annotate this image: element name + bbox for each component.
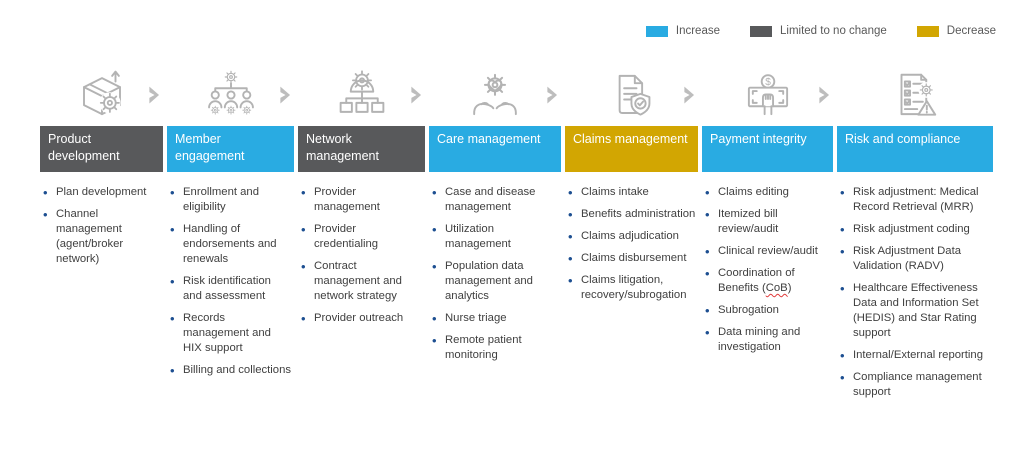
legend-swatch [645,25,668,37]
list-item: Compliance management support [839,369,991,400]
list-item: Claims adjudication [567,228,696,245]
list-item: Records management and HIX support [169,310,292,356]
list-item: Provider outreach [300,310,423,327]
column-header: Product development [40,126,163,172]
column-header: Claims management [565,126,698,172]
chevron-right-icon [411,86,423,104]
column-icon-zone [429,62,561,122]
list-item: Handling of endorsements and renewals [169,221,292,267]
column-item-list: Provider managementProvider credentialin… [298,184,425,333]
column-header: Payment integrity [702,126,833,172]
chevron-right-icon [280,86,292,104]
list-item: Internal/External reporting [839,347,991,364]
list-item: Coordination of Benefits (CoB) [704,265,831,296]
legend-swatch [916,25,939,37]
column-header: Risk and compliance [837,126,993,172]
list-item: Provider management [300,184,423,215]
column-item-list: Case and disease managementUtilization m… [429,184,561,370]
column-icon-zone [298,62,425,122]
column-header: Care management [429,126,561,172]
list-item: Billing and collections [169,362,292,379]
list-item: Risk identification and assessment [169,273,292,304]
list-item: Contract management and network strategy [300,258,423,304]
network-hierarchy-gear-icon [335,68,389,122]
column-header: Member engagement [167,126,294,172]
chevron-right-icon [149,86,161,104]
column-title: Network management [306,132,379,163]
list-item: Data mining and investigation [704,324,831,355]
column-icon-zone [40,62,163,122]
list-item: Provider credentialing [300,221,423,252]
column-title: Claims management [573,132,688,146]
chevron-right-icon [547,86,559,104]
list-item: Risk adjustment coding [839,221,991,238]
package-gear-icon [75,68,129,122]
column-item-list: Claims editingItemized bill review/audit… [702,184,833,362]
list-item: Clinical review/audit [704,243,831,260]
legend-item: Increase [645,25,720,37]
money-hand-icon [741,68,795,122]
value-chain-column: Payment integrity Claims editingItemized… [702,62,833,407]
list-item: Population data management and analytics [431,258,559,304]
list-item: Healthcare Effectiveness Data and Inform… [839,280,991,341]
document-shield-check-icon [605,68,659,122]
column-title: Payment integrity [710,132,807,146]
list-item: Subrogation [704,302,831,319]
value-chain-column: Network management Provider managementPr… [298,62,425,407]
list-item: Risk adjustment: Medical Record Retrieva… [839,184,991,215]
list-item: Claims litigation, recovery/subrogation [567,272,696,303]
list-item: Utilization management [431,221,559,252]
list-item: Remote patient monitoring [431,332,559,363]
column-title: Product development [48,132,120,163]
list-item: Plan development [42,184,161,201]
checklist-gear-warning-icon [888,68,942,122]
column-title: Care management [437,132,541,146]
value-chain-column: Risk and compliance Risk adjustment: Med… [837,62,993,407]
list-item: Claims disbursement [567,250,696,267]
column-icon-zone [702,62,833,122]
column-item-list: Plan developmentChannel management (agen… [40,184,163,274]
list-item: Claims editing [704,184,831,201]
hands-heart-gear-icon [468,68,522,122]
column-title: Risk and compliance [845,132,961,146]
value-chain-column: Care management Case and disease managem… [429,62,561,407]
org-chart-gear-icon [204,68,258,122]
value-chain-column: Claims management Claims intakeBenefits … [565,62,698,407]
legend-item: Decrease [916,25,996,37]
list-item: Benefits administration [567,206,696,223]
legend-label: Increase [675,25,720,37]
legend-label: Limited to no change [780,25,887,37]
chevron-right-icon [819,86,831,104]
legend: Increase Limited to no change Decrease [645,25,996,37]
column-icon-zone [167,62,294,122]
chevron-right-icon [684,86,696,104]
column-icon-zone [837,62,993,122]
list-item: Risk Adjustment Data Validation (RADV) [839,243,991,274]
legend-label: Decrease [946,25,996,37]
value-chain-column: Product development Plan developmentChan… [40,62,163,407]
column-item-list: Enrollment and eligibilityHandling of en… [167,184,294,385]
value-chain: Product development Plan developmentChan… [40,62,993,407]
list-item: Case and disease management [431,184,559,215]
list-item: Claims intake [567,184,696,201]
column-header: Network management [298,126,425,172]
spellcheck-marked-text: CoB [765,282,788,295]
column-item-list: Risk adjustment: Medical Record Retrieva… [837,184,993,407]
column-item-list: Claims intakeBenefits administrationClai… [565,184,698,310]
legend-item: Limited to no change [750,25,887,37]
list-item: Channel management (agent/broker network… [42,206,161,267]
list-item: Itemized bill review/audit [704,206,831,237]
list-item: Enrollment and eligibility [169,184,292,215]
legend-swatch [750,25,772,37]
value-chain-column: Member engagement Enrollment and eligibi… [167,62,294,407]
column-icon-zone [565,62,698,122]
list-item: Nurse triage [431,310,559,327]
column-title: Member engagement [175,132,245,163]
